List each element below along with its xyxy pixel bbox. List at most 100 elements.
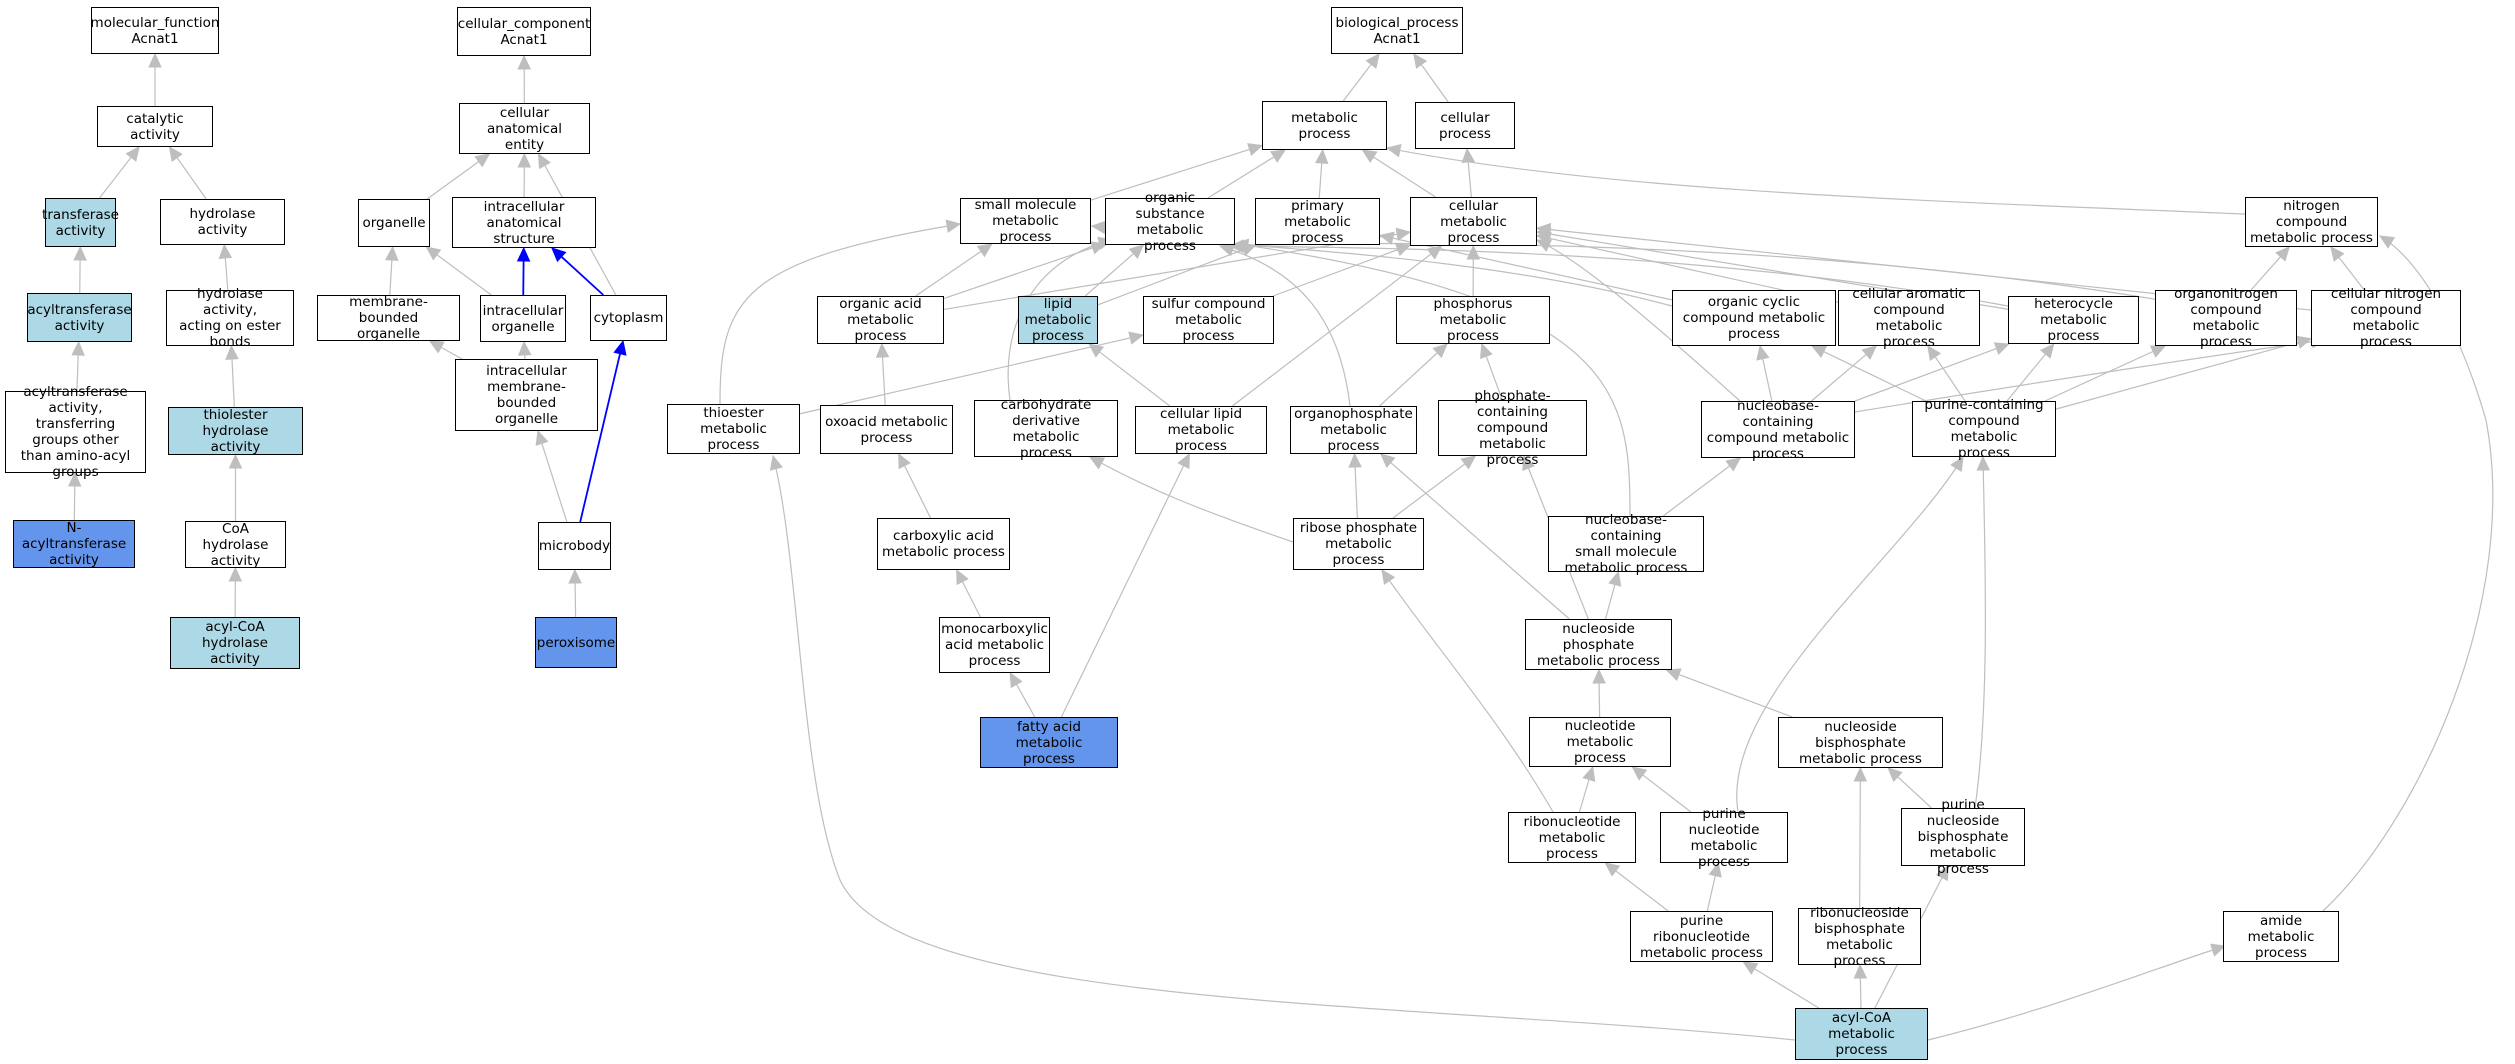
term-label-smm: small molecule metabolic process [974,197,1077,245]
term-node-metab[interactable]: metabolic process [1262,101,1387,150]
arrowhead-pnbm-to-nbpm [1887,767,1903,783]
edge-hydro-to-cat [175,156,207,200]
term-node-cacm[interactable]: cellular aromatic compound metabolic pro… [1838,286,1980,350]
term-label-rnbm: ribonucleoside bisphosphate metabolic pr… [1810,904,1909,969]
term-node-nacyl[interactable]: N-acyltransferase activity [13,520,135,568]
term-node-cdm[interactable]: carbohydrate derivative metabolic proces… [974,397,1118,461]
term-label-io: intracellular organelle [482,302,564,335]
term-node-acyltr[interactable]: acyltransferase activity [27,293,132,342]
term-node-hetm[interactable]: heterocycle metabolic process [2008,296,2139,344]
edge-nbccm-to-cmp [1536,239,1741,402]
term-node-npm[interactable]: nucleoside phosphate metabolic process [1525,619,1672,670]
edge-rnm-to-rpm [1381,569,1554,813]
term-label-rpm: ribose phosphate metabolic process [1299,520,1418,568]
term-node-hydroester[interactable]: hydrolase activity, acting on ester bond… [166,286,294,350]
term-node-orgnm[interactable]: organonitrogen compound metabolic proces… [2155,286,2297,350]
term-node-cc[interactable]: cellular_component Acnat1 [457,7,591,56]
term-node-scm[interactable]: sulfur compound metabolic process [1143,296,1274,344]
term-label-puccm: purine-containing compound metabolic pro… [1924,397,2044,461]
term-node-perox[interactable]: peroxisome [535,617,617,668]
term-node-acylcoahyd[interactable]: acyl-CoA hydrolase activity [170,617,300,669]
arrowhead-nbpm-to-npm [1665,668,1682,682]
term-node-opm[interactable]: organophosphate metabolic process [1290,406,1417,454]
term-node-mf[interactable]: molecular_function Acnat1 [91,7,219,54]
term-node-fam[interactable]: fatty acid metabolic process [980,717,1118,768]
term-label-scm: sulfur compound metabolic process [1151,296,1266,344]
term-node-phosm[interactable]: phosphorus metabolic process [1396,296,1550,344]
term-node-microbody[interactable]: microbody [538,522,611,570]
term-node-occm[interactable]: organic cyclic compound metabolic proces… [1672,290,1836,346]
term-node-trans[interactable]: transferase activity [42,198,119,247]
term-node-ncm[interactable]: nitrogen compound metabolic process [2245,197,2378,247]
edge-imbo-to-mbo [439,346,463,360]
arrowhead-rpm-to-cdm [1088,456,1106,470]
term-node-cat[interactable]: catalytic activity [97,106,213,147]
term-label-pccm: phosphate-containing compound metabolic … [1474,388,1551,468]
term-node-puccm[interactable]: purine-containing compound metabolic pro… [1912,397,2056,461]
edge-microbody-to-cyto [579,352,622,523]
term-node-pnbm[interactable]: purine nucleoside bisphosphate metabolic… [1901,797,2025,877]
term-node-acyltrother[interactable]: acyltransferase activity, transferring g… [5,384,146,480]
term-label-pnbm: purine nucleoside bisphosphate metabolic… [1917,797,2009,877]
arrowhead-lmp-to-osm [1128,244,1145,260]
arrowhead-pccm-to-phosm [1480,342,1493,360]
term-node-rpm[interactable]: ribose phosphate metabolic process [1293,518,1424,570]
arrowhead-npm-to-opm [1380,453,1396,468]
term-node-hydro[interactable]: hydrolase activity [160,199,285,245]
term-node-cyto[interactable]: cytoplasm [590,295,667,341]
term-node-nbcsm[interactable]: nucleobase-containing small molecule met… [1548,512,1704,576]
term-node-mcam[interactable]: monocarboxylic acid metabolic process [939,617,1050,673]
term-node-rnbm[interactable]: ribonucleoside bisphosphate metabolic pr… [1798,905,1921,969]
term-node-coahyd[interactable]: CoA hydrolase activity [185,521,286,569]
term-label-osm: organic substance metabolic process [1135,189,1205,254]
edge-prnm-to-pnm [1706,874,1717,912]
term-node-cmp[interactable]: cellular metabolic process [1410,197,1537,246]
term-node-pnm[interactable]: purine nucleotide metabolic process [1660,806,1788,870]
term-node-osm[interactable]: organic substance metabolic process [1105,190,1235,254]
term-node-acoa[interactable]: acyl-CoA metabolic process [1795,1008,1928,1060]
term-node-cae[interactable]: cellular anatomical entity [459,103,590,154]
term-node-imbo[interactable]: intracellular membrane-bounded organelle [455,359,598,431]
term-node-ntm[interactable]: nucleotide metabolic process [1529,717,1671,767]
arrowhead-prnm-to-rnm [1604,862,1621,877]
term-node-nbpm[interactable]: nucleoside bisphosphate metabolic proces… [1778,717,1943,768]
arrowhead-nbccm-to-cacm [1861,345,1878,360]
edge-orgnm-to-ncm [2250,255,2282,291]
arrowhead-cmp-to-cellproc [1461,147,1476,164]
term-node-oam[interactable]: organic acid metabolic process [817,296,944,344]
edge-io-to-organelle [435,253,492,296]
term-node-clm[interactable]: cellular lipid metabolic process [1135,406,1267,454]
edge-pnbm-to-puccm [1974,456,1987,809]
term-node-thiom[interactable]: thioester metabolic process [667,404,800,454]
term-node-amide[interactable]: amide metabolic process [2223,911,2339,962]
edge-ncm-to-metab [1386,147,2246,215]
term-node-oxom[interactable]: oxoacid metabolic process [820,405,953,454]
term-node-smm[interactable]: small molecule metabolic process [960,197,1091,245]
term-node-mbo[interactable]: membrane-bounded organelle [317,294,460,342]
term-node-bp[interactable]: biological_process Acnat1 [1331,7,1463,54]
arrowhead-puccm-to-occm [1810,345,1828,358]
edge-prnm-to-rnm [1614,869,1669,912]
arrowhead-acoa-to-amide [2210,943,2227,957]
term-node-ias[interactable]: intracellular anatomical structure [452,197,596,248]
term-node-lmp[interactable]: lipid metabolic process [1018,296,1098,344]
term-node-prnm[interactable]: purine ribonucleotide metabolic process [1630,911,1773,962]
edge-nbccm-to-hetm [1854,347,1998,402]
edge-cyto-to-ias [560,255,604,296]
term-node-pccm[interactable]: phosphate-containing compound metabolic … [1438,388,1587,468]
term-node-io[interactable]: intracellular organelle [480,295,566,342]
term-node-pmp[interactable]: primary metabolic process [1255,198,1380,246]
term-node-organelle[interactable]: organelle [358,199,430,247]
term-node-nbccm[interactable]: nucleobase-containing compound metabolic… [1701,398,1855,462]
term-label-bp: biological_process Acnat1 [1335,14,1459,47]
edge-opm-to-phosm [1379,351,1439,407]
term-node-rnm[interactable]: ribonucleotide metabolic process [1508,812,1636,863]
term-node-thiolhyd[interactable]: thiolester hydrolase activity [168,407,303,455]
term-node-cam[interactable]: carboxylic acid metabolic process [877,518,1010,570]
arrowhead-rnm-to-ntm [1582,765,1596,782]
term-node-cncm[interactable]: cellular nitrogen compound metabolic pro… [2311,286,2461,350]
term-node-cellproc[interactable]: cellular process [1415,102,1515,149]
term-label-ntm: nucleotide metabolic process [1564,718,1636,766]
arrowhead-puccm-to-cncm [2296,335,2313,349]
arrowhead-cncm-to-ncm [2330,246,2345,262]
